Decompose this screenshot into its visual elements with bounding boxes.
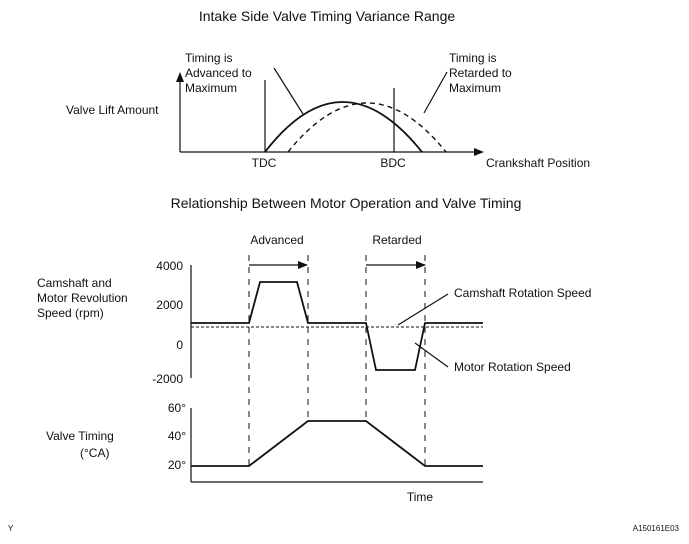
- timing-tick-40: 40°: [168, 429, 186, 443]
- motor-timing-diagram: Relationship Between Motor Operation and…: [37, 195, 591, 504]
- camshaft-callout-leader: [397, 293, 449, 326]
- valve-lift-diagram: Intake Side Valve Timing Variance Range …: [66, 8, 590, 170]
- advanced-callout-leader: [273, 67, 304, 115]
- speed-tick-2000: 2000: [156, 298, 183, 312]
- time-axis-label: Time: [407, 490, 434, 504]
- valve-lift-y-axis-arrow: [176, 72, 184, 82]
- valve-timing-line: [191, 420, 483, 467]
- advanced-max-line-2: Advanced to: [185, 66, 252, 80]
- figure-id: A150161E03: [633, 524, 680, 533]
- retarded-callout-leader: [423, 71, 448, 114]
- retarded-max-label: Timing is Retarded to Maximum: [449, 51, 515, 95]
- corner-letter: Y: [8, 524, 14, 533]
- motor-speed-line: [191, 281, 483, 371]
- phase-advanced-label: Advanced: [250, 233, 303, 247]
- retarded-max-line-2: Retarded to: [449, 66, 512, 80]
- speed-axis-label-line-3: Speed (rpm): [37, 306, 104, 320]
- advanced-max-line-3: Maximum: [185, 81, 237, 95]
- motor-timing-title: Relationship Between Motor Operation and…: [171, 195, 522, 211]
- timing-tick-60: 60°: [168, 401, 186, 415]
- speed-tick-minus-2000: -2000: [152, 372, 183, 386]
- valve-lift-x-axis-arrow: [474, 148, 484, 156]
- speed-tick-4000: 4000: [156, 259, 183, 273]
- phase-retarded-label: Retarded: [372, 233, 421, 247]
- valve-lift-title: Intake Side Valve Timing Variance Range: [199, 8, 456, 24]
- advanced-lift-curve: [264, 101, 423, 153]
- advanced-max-line-1: Timing is: [185, 51, 233, 65]
- motor-callout-leader: [414, 342, 449, 368]
- motor-speed-callout: Motor Rotation Speed: [454, 360, 571, 374]
- timing-axis-label-line-1: Valve Timing: [46, 429, 114, 443]
- advanced-max-label: Timing is Advanced to Maximum: [185, 51, 255, 95]
- timing-tick-20: 20°: [168, 458, 186, 472]
- timing-axis-label-line-2: (°CA): [80, 446, 109, 460]
- retarded-max-line-1: Timing is: [449, 51, 497, 65]
- tdc-label: TDC: [252, 156, 277, 170]
- speed-axis-label: Camshaft and Motor Revolution Speed (rpm…: [37, 276, 131, 320]
- speed-axis-label-line-1: Camshaft and: [37, 276, 112, 290]
- valve-lift-y-label: Valve Lift Amount: [66, 103, 159, 117]
- camshaft-speed-callout: Camshaft Rotation Speed: [454, 286, 591, 300]
- valve-lift-x-label: Crankshaft Position: [486, 156, 590, 170]
- bdc-label: BDC: [380, 156, 406, 170]
- retarded-max-line-3: Maximum: [449, 81, 501, 95]
- speed-axis-label-line-2: Motor Revolution: [37, 291, 128, 305]
- retarded-lift-curve: [287, 102, 447, 153]
- speed-tick-0: 0: [176, 338, 183, 352]
